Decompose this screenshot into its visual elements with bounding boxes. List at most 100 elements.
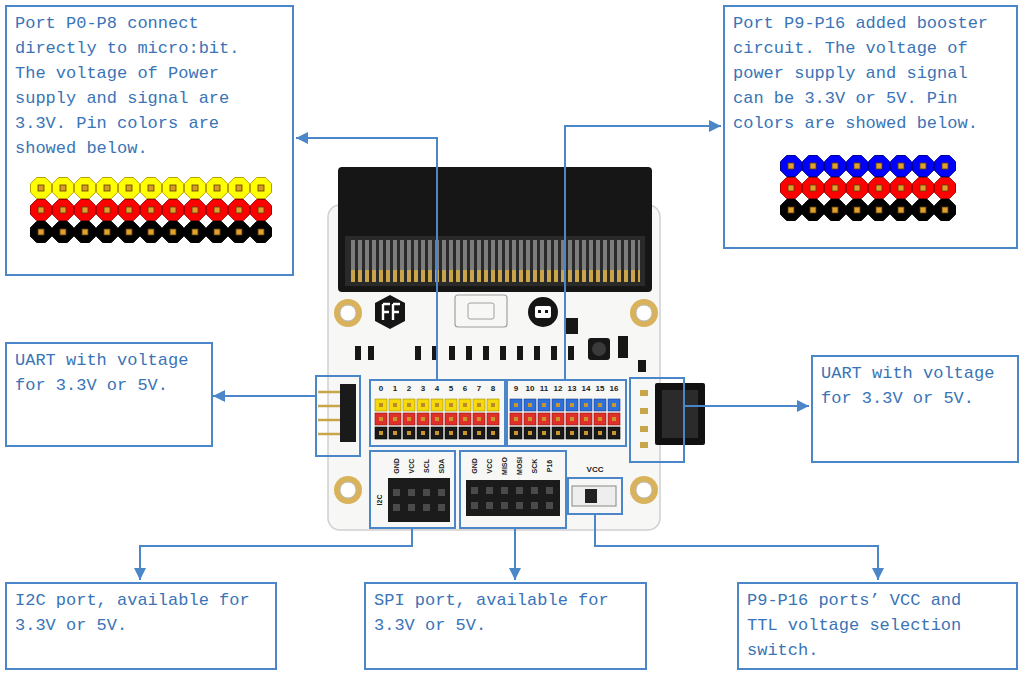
- expansion-board: [388, 478, 450, 522]
- leader-arrow: [565, 126, 721, 380]
- leader-arrow: [296, 138, 437, 380]
- board-label: 13: [568, 385, 577, 393]
- leader-arrow: [140, 528, 412, 580]
- expansion-board: [500, 346, 506, 360]
- expansion-board: [455, 295, 507, 327]
- board-label: P16: [546, 460, 553, 472]
- board-label: 4: [435, 385, 439, 393]
- callout-box: I2C port, available for 3.3V or 5V.: [5, 582, 277, 670]
- expansion-board: [655, 383, 705, 445]
- board-label: 1: [393, 385, 397, 393]
- board-label: 7: [477, 385, 481, 393]
- callout-text: Port P0-P8 connect directly to micro:bit…: [15, 11, 255, 161]
- leader-arrow: [140, 126, 878, 580]
- board-label: VCC: [486, 459, 493, 474]
- board-label: SCL: [423, 459, 430, 473]
- expansion-board: [517, 346, 523, 360]
- board-label: 6: [463, 385, 467, 393]
- expansion-board: [340, 305, 356, 321]
- expansion-board: [355, 346, 361, 360]
- expansion-board: [528, 297, 558, 327]
- expansion-board: [345, 236, 645, 286]
- board-label: SCK: [531, 459, 538, 474]
- board-label: 14: [582, 385, 591, 393]
- callout-text: UART with voltage for 3.3V or 5V.: [15, 348, 200, 398]
- callout-box: UART with voltage for 3.3V or 5V.: [5, 342, 213, 447]
- expansion-board: [374, 426, 500, 440]
- expansion-board: [585, 489, 597, 503]
- callout-text: UART with voltage for 3.3V or 5V.: [821, 361, 1006, 411]
- expansion-board: [383, 304, 400, 320]
- board-label: 8: [491, 385, 495, 393]
- expansion-board: [368, 346, 374, 360]
- callout-text: P9-P16 ports’ VCC and TTL voltage select…: [747, 588, 967, 663]
- highlight-frame: [460, 451, 566, 528]
- board-label: 0: [379, 385, 383, 393]
- pin-color-sample: [30, 221, 272, 243]
- board-label: VCC: [587, 466, 604, 474]
- expansion-board: [318, 419, 342, 422]
- highlight-frame: [370, 380, 505, 446]
- expansion-board: [572, 486, 616, 506]
- callout-text: Port P9-P16 added booster circuit. The v…: [733, 11, 993, 136]
- expansion-board: [334, 476, 362, 504]
- expansion-board: [640, 408, 648, 414]
- expansion-board: [509, 398, 621, 412]
- board-label: 2: [407, 385, 411, 393]
- board-label: MOSI: [516, 457, 523, 475]
- leader-arrow: [514, 528, 516, 580]
- callout-text: I2C port, available for 3.3V or 5V.: [15, 588, 255, 638]
- expansion-board: [389, 485, 449, 515]
- expansion-board: [449, 346, 455, 360]
- callout-text: SPI port, available for 3.3V or 5V.: [374, 588, 614, 638]
- leader-arrow: [684, 405, 809, 407]
- board-label: 9: [514, 385, 518, 393]
- expansion-board: [318, 391, 342, 394]
- expansion-board: [340, 384, 356, 442]
- highlight-frame: [568, 478, 622, 514]
- expansion-board: [374, 412, 500, 426]
- expansion-board: [551, 346, 557, 360]
- board-label: GND: [471, 458, 478, 474]
- expansion-board: [538, 310, 541, 313]
- expansion-board: [467, 483, 557, 513]
- expansion-board: [328, 205, 660, 530]
- expansion-board: [534, 346, 540, 360]
- board-label: 3: [421, 385, 425, 393]
- expansion-board: [318, 167, 705, 530]
- pin-color-sample: [780, 177, 956, 199]
- expansion-board: [483, 346, 489, 360]
- expansion-board: [640, 426, 648, 432]
- expansion-board: [662, 390, 698, 438]
- expansion-board: [318, 392, 342, 434]
- board-label: 16: [610, 385, 619, 393]
- board-label: 15: [596, 385, 605, 393]
- highlight-frame: [507, 380, 626, 446]
- board-label: 5: [449, 385, 453, 393]
- expansion-board: [568, 346, 574, 360]
- expansion-board: [618, 336, 628, 358]
- callout-box: SPI port, available for 3.3V or 5V.: [364, 582, 647, 670]
- expansion-board: [355, 318, 646, 372]
- expansion-board: [588, 338, 610, 360]
- board-label: SDA: [438, 459, 445, 474]
- expansion-board: [334, 299, 362, 327]
- expansion-board: [592, 342, 606, 356]
- expansion-board: [340, 482, 356, 498]
- expansion-board: [545, 310, 548, 313]
- expansion-board: [318, 433, 342, 436]
- leader-arrow: [213, 395, 316, 397]
- expansion-board: [640, 390, 648, 396]
- expansion-board: [415, 346, 421, 360]
- board-label: 11: [540, 385, 548, 393]
- expansion-board: [350, 240, 640, 282]
- pin-color-sample: [30, 177, 272, 199]
- highlight-frame: [370, 451, 455, 528]
- board-label: I2C: [376, 495, 383, 506]
- expansion-board: [374, 398, 500, 412]
- expansion-board: [636, 305, 652, 321]
- pin-color-sample: [780, 155, 956, 177]
- expansion-board: [638, 360, 646, 372]
- expansion-board: [468, 303, 494, 319]
- pin-color-sample: [780, 199, 956, 221]
